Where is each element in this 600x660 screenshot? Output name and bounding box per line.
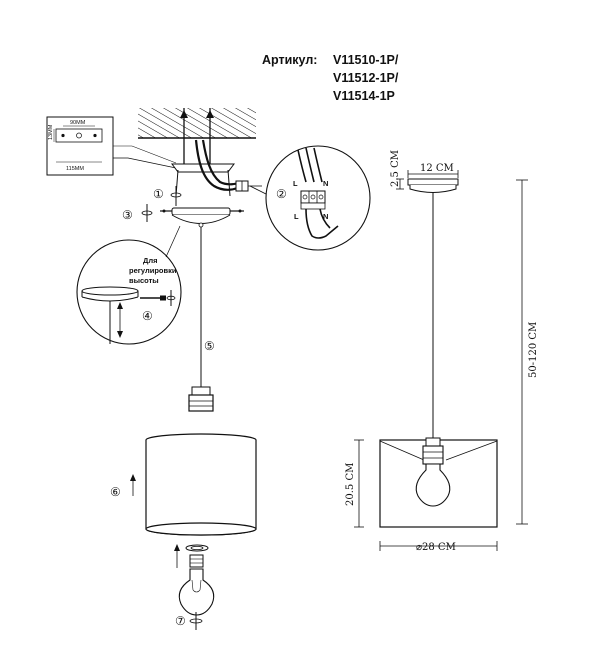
terminal-l-top: L	[293, 179, 298, 188]
screw-hole-icon	[93, 133, 97, 138]
canopy-width-label: 12 CM	[420, 163, 454, 174]
step-7-marker: ⑦	[175, 614, 186, 628]
screw-rotate-icon	[170, 186, 182, 206]
step-2-marker: ②	[276, 187, 287, 201]
article-code-3: V11514-1P	[333, 89, 395, 103]
article-label: Артикул:	[262, 53, 318, 67]
screw-hole-icon	[61, 133, 65, 138]
shade-diameter-dimension: ⌀28 CM	[379, 541, 498, 553]
shade-height-dimension: 20.5 CM	[345, 439, 364, 528]
plate-length-label: 115MM	[66, 166, 84, 172]
mount-plate-detail: 90MM 115MM 13MM	[46, 116, 177, 176]
step-6-marker: ⑥	[110, 485, 121, 499]
rotate-icon	[189, 612, 203, 630]
plate-height-label: 13MM	[48, 124, 54, 140]
height-note-line-1: Для	[143, 256, 157, 265]
up-arrow-icon	[174, 544, 180, 568]
hole-spacing-label: 90MM	[70, 120, 86, 126]
cord-and-socket	[188, 227, 214, 412]
step-4-marker: ④	[142, 309, 153, 323]
terminal-l-bottom: L	[294, 212, 299, 221]
article-code-1: V11510-1P/	[333, 53, 399, 67]
dim-shade	[379, 437, 498, 528]
canopy-width-dimension: 12 CM	[407, 163, 459, 178]
up-arrow-icon	[130, 474, 136, 496]
height-note-line-2: регулировки	[129, 266, 177, 275]
screw-rotate-icon	[141, 204, 153, 222]
terminal-n-top: N	[323, 179, 328, 188]
shade-ring	[185, 544, 209, 552]
mounting-bracket	[171, 108, 262, 197]
step-1-marker: ①	[153, 187, 164, 201]
height-note-line-3: высоты	[129, 276, 159, 285]
total-height-dimension: 50-120 CM	[516, 179, 539, 525]
canopy	[160, 207, 244, 228]
height-adjust-detail: Для регулировки высоты	[76, 225, 182, 345]
dim-canopy	[407, 178, 459, 193]
total-height-label: 50-120 CM	[528, 322, 539, 378]
step-5-marker: ⑤	[204, 339, 215, 353]
article-code-2: V11512-1P/	[333, 71, 399, 85]
shade-diameter-label: ⌀28 CM	[416, 542, 456, 553]
bulb	[178, 554, 215, 616]
canopy-height-dimension: 2.5 CM	[390, 150, 404, 190]
shade-height-label: 20.5 CM	[345, 463, 356, 506]
lamp-shade	[145, 433, 257, 536]
wiring-detail: L N L N	[249, 145, 371, 251]
canopy-height-label: 2.5 CM	[390, 150, 401, 187]
ceiling	[138, 108, 256, 139]
step-3-marker: ③	[122, 208, 133, 222]
terminal-n-bottom: N	[323, 212, 328, 221]
